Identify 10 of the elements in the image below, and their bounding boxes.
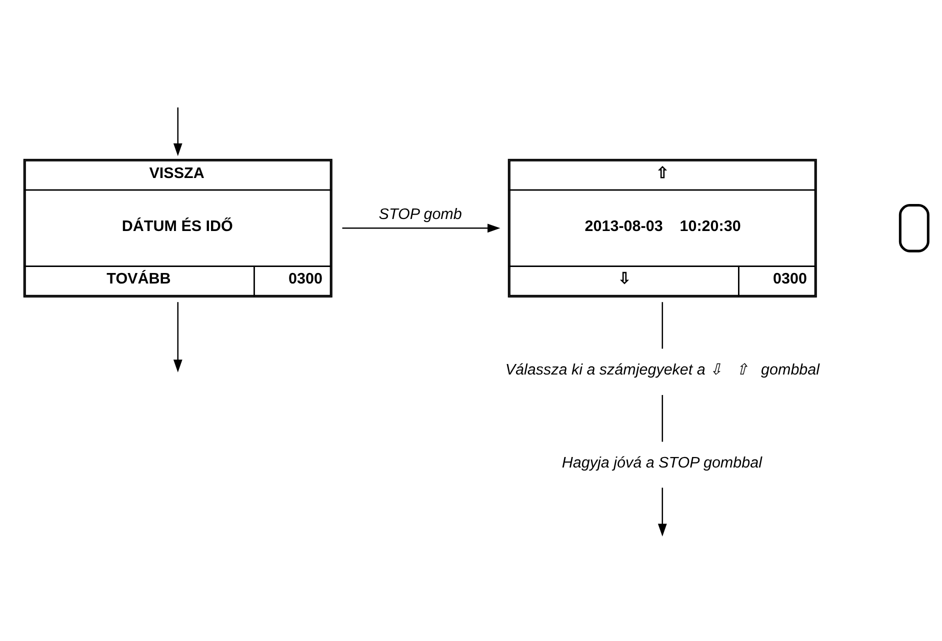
arrow xyxy=(173,302,182,372)
arrow xyxy=(342,223,500,232)
connector xyxy=(662,302,664,348)
arrow xyxy=(173,106,182,156)
arrow xyxy=(658,487,667,536)
connector xyxy=(662,394,664,442)
node-text: Hagyja jóvá a STOP gombbal xyxy=(562,454,762,471)
edge-label: STOP gomb xyxy=(378,205,462,222)
node-text: Válassza ki a számjegyeket a ⇩ ⇧ gombbal xyxy=(505,361,820,378)
node-box xyxy=(898,204,930,252)
